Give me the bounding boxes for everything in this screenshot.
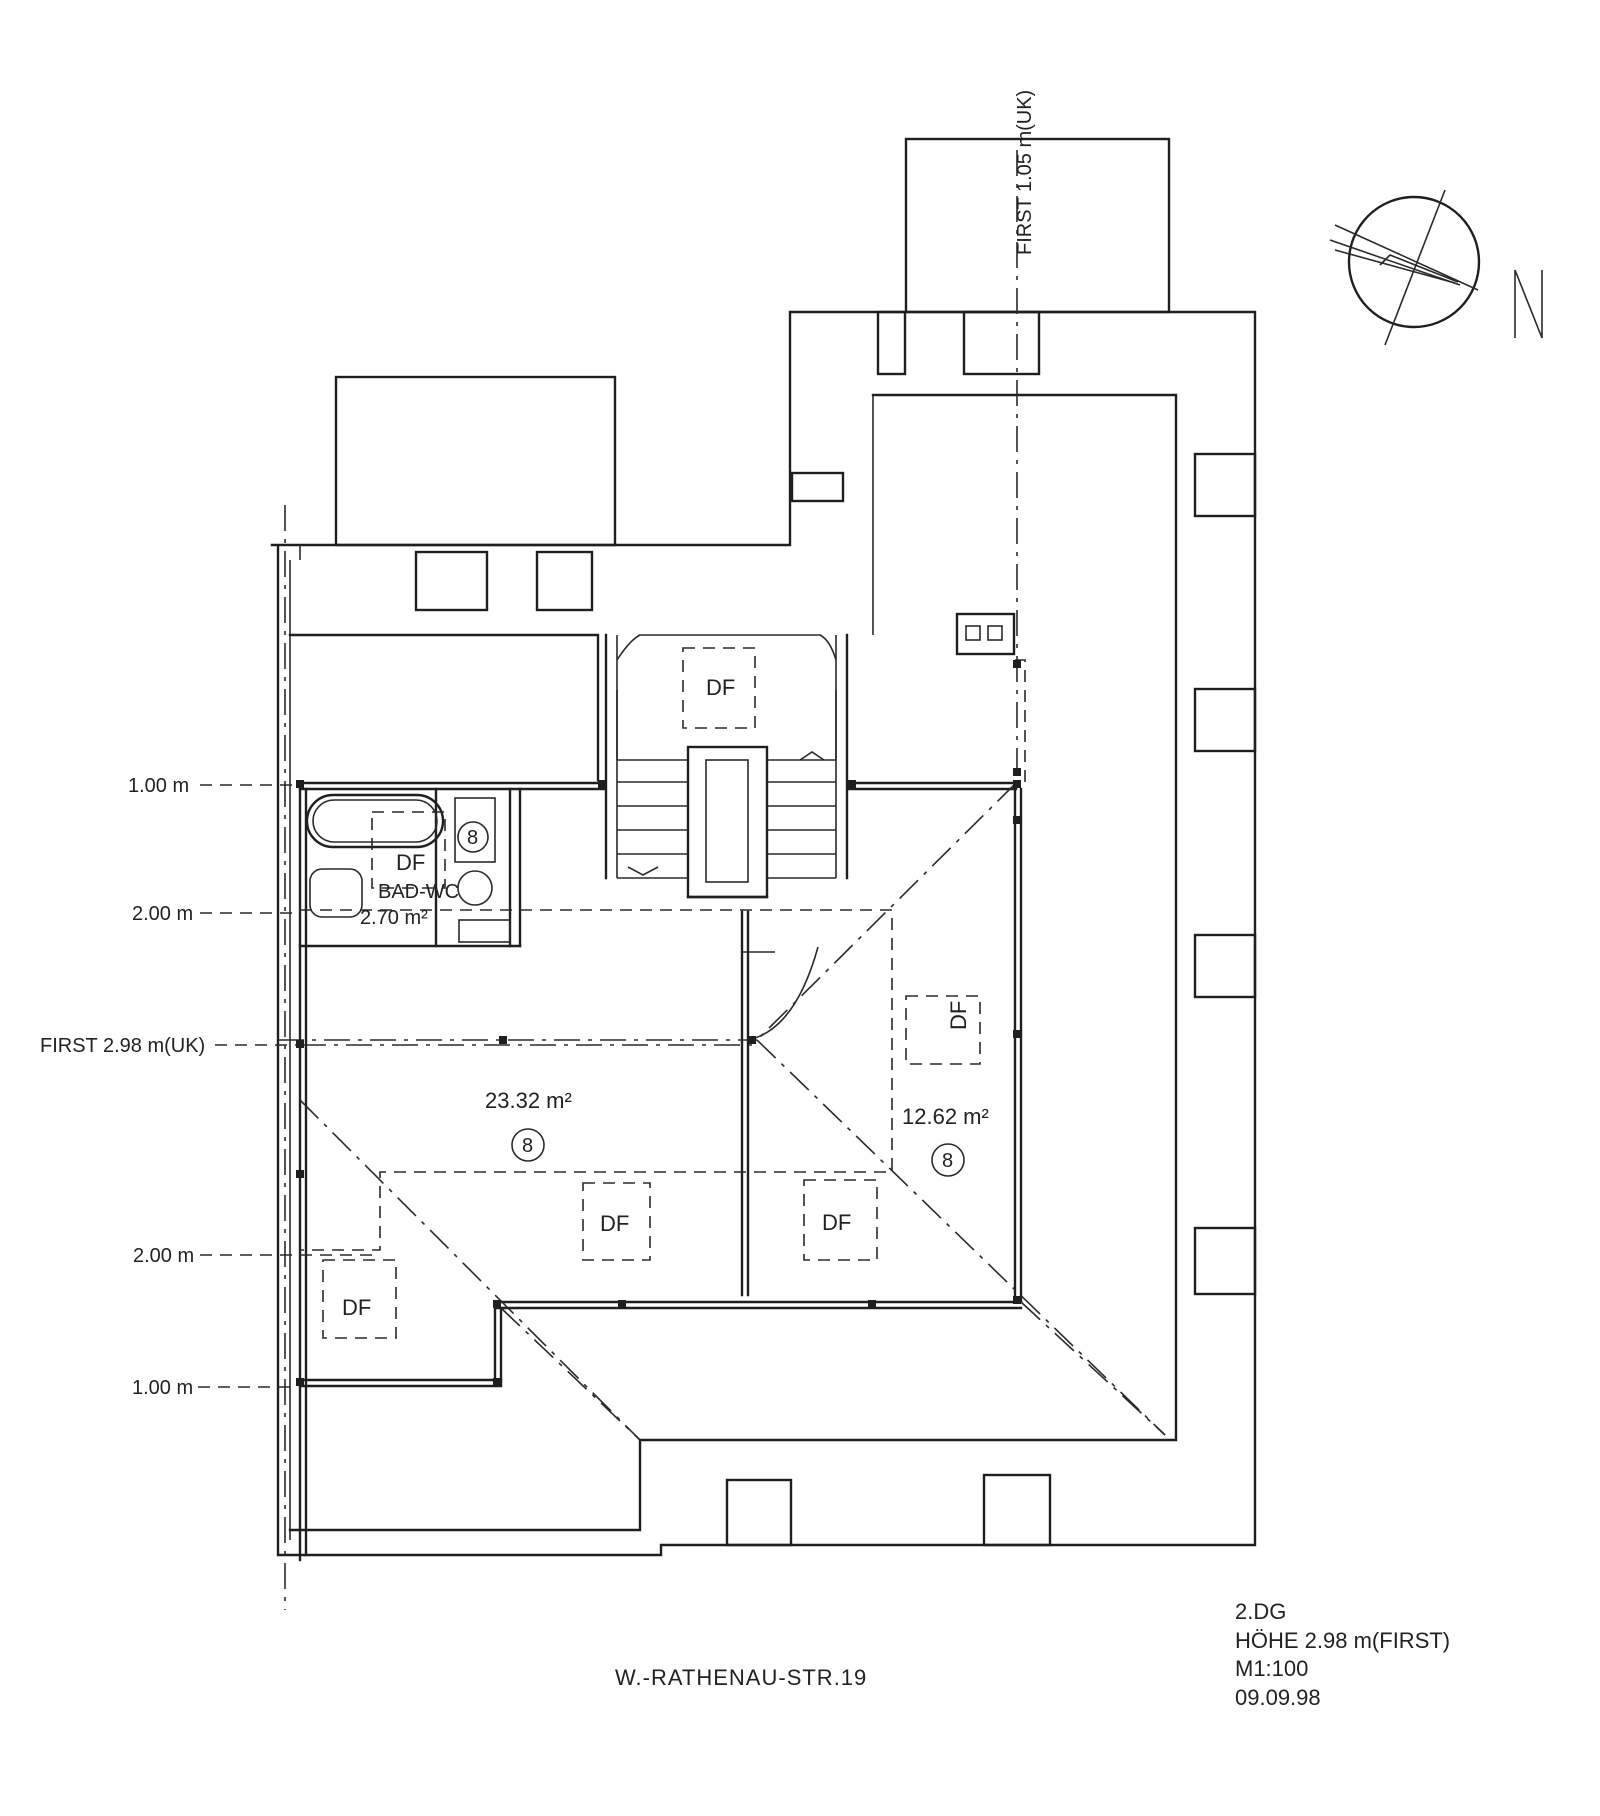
chimney	[955, 612, 1016, 656]
skylight-label-lower-mid: DF	[822, 1210, 851, 1235]
room-area-bad-wc: 2.70 m²	[360, 907, 428, 929]
height-mark-2-bottom: 2.00 m	[133, 1245, 194, 1267]
title-date: 09.09.98	[1235, 1685, 1321, 1710]
room-labels: BAD-WC 2.70 m² 8 23.32 m² 8 12.62 m² 8	[360, 821, 989, 1177]
title-floor: 2.DG	[1235, 1599, 1286, 1624]
room-area-living: 23.32 m²	[485, 1088, 572, 1113]
skylight-label-bathroom: DF	[396, 850, 425, 875]
windows	[414, 310, 1257, 1547]
skylight-label-stair: DF	[706, 675, 735, 700]
north-arrow-icon	[1329, 189, 1543, 346]
height-mark-1-bottom: 1.00 m	[132, 1377, 193, 1399]
height-marks: 1.00 m 2.00 m FIRST 2.98 m(UK) 2.00 m 1.…	[40, 505, 380, 1610]
north-label: N	[1580, 1799, 1581, 1801]
height-mark-first: FIRST 2.98 m(UK)	[40, 1035, 205, 1057]
title-height: HÖHE 2.98 m(FIRST)	[1235, 1628, 1450, 1653]
height-mark-first-vertical: FIRST 1.05 m(UK)	[1014, 90, 1036, 255]
room-mark-living: 8	[522, 1135, 533, 1157]
room-area-room2: 12.62 m²	[902, 1104, 989, 1129]
skylight-label-lower-left: DF	[342, 1295, 371, 1320]
room-mark-room2: 8	[942, 1150, 953, 1172]
skylight-label-living: DF	[600, 1211, 629, 1236]
height-mark-1-top: 1.00 m	[128, 775, 189, 797]
partition-walls	[298, 781, 1023, 1562]
title-block: 2.DG HÖHE 2.98 m(FIRST) M1:100 09.09.98	[1235, 1599, 1450, 1710]
skylight-labels: DF DF DF DF DF DF	[342, 675, 971, 1320]
inner-outline	[288, 393, 1178, 1532]
room-name-bad-wc: BAD-WC	[378, 881, 459, 903]
title-scale: M1:100	[1235, 1656, 1308, 1681]
outer-walls	[270, 310, 1257, 1557]
street-address: W.-RATHENAU-STR.19	[615, 1665, 867, 1690]
roof-extensions	[334, 137, 1171, 547]
height-mark-2-top: 2.00 m	[132, 903, 193, 925]
room-mark-bad-wc: 8	[467, 827, 478, 849]
bathroom	[298, 787, 522, 948]
stair-area	[604, 633, 849, 899]
wall-pins	[296, 660, 1021, 1386]
roof-lines	[278, 150, 1166, 1441]
skylight-boxes	[322, 647, 981, 1339]
skylight-label-room2: DF	[946, 1001, 971, 1030]
